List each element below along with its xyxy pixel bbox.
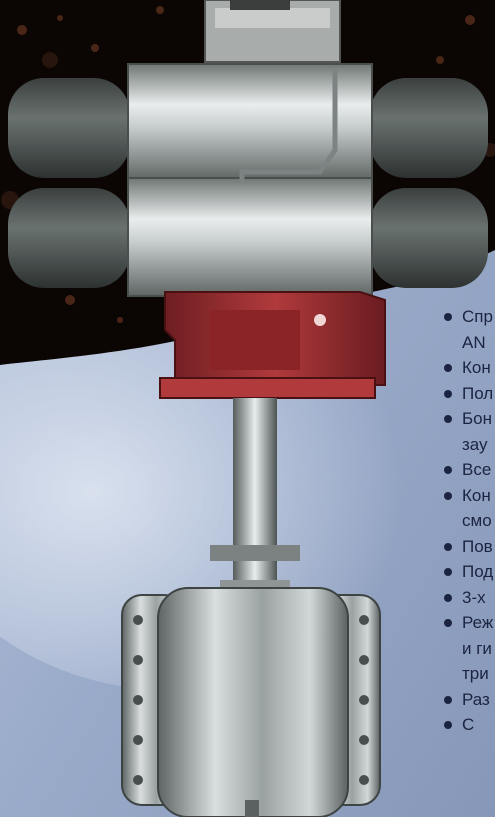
bullet-dot-icon — [444, 619, 452, 627]
feature-text: С — [462, 715, 475, 734]
bullet-dot-icon — [444, 695, 452, 704]
feature-text: Кон — [462, 358, 491, 377]
bullet-dot-icon — [444, 313, 452, 321]
feature-text: Спр — [462, 307, 493, 326]
feature-list-item: Пов — [443, 534, 495, 560]
feature-list-item: AN — [443, 330, 495, 356]
feature-list-item: Пол — [443, 381, 495, 407]
feature-text: три — [462, 664, 489, 683]
feature-text: и ги — [462, 638, 492, 658]
feature-list-item: 3-х — [443, 585, 495, 611]
feature-list-item: Реж — [443, 610, 495, 636]
feature-list-item: Раз — [443, 687, 495, 713]
feature-text: Бон — [462, 409, 492, 428]
feature-text: зау — [462, 434, 488, 454]
feature-text: Кон — [462, 485, 491, 505]
bullet-dot-icon — [444, 466, 452, 474]
feature-text: Пов — [462, 536, 493, 556]
feature-list-item: зау — [443, 432, 495, 458]
feature-text: Раз — [462, 689, 490, 709]
feature-list-item: Бон — [443, 406, 495, 432]
feature-list-item: Спр — [443, 304, 495, 330]
feature-text: Все — [462, 460, 492, 479]
feature-list-item: смо — [443, 508, 495, 534]
feature-list-item: Кон — [443, 355, 495, 381]
bullet-dot-icon — [444, 568, 452, 576]
bullet-dot-icon — [444, 415, 452, 423]
feature-list-item: С — [443, 712, 495, 738]
feature-text: смо — [462, 511, 492, 530]
feature-list-item: Кон — [443, 483, 495, 509]
feature-text: Пол — [462, 383, 494, 403]
feature-text: AN — [462, 332, 486, 352]
bullet-dot-icon — [444, 593, 452, 602]
feature-text: 3-х — [462, 587, 486, 607]
bullet-dot-icon — [444, 491, 452, 500]
feature-list-item: Все — [443, 457, 495, 483]
bullet-dot-icon — [444, 364, 452, 372]
bullet-dot-icon — [444, 721, 452, 729]
feature-list-item: Под — [443, 559, 495, 585]
feature-list-item: и ги — [443, 636, 495, 662]
bullet-dot-icon — [444, 542, 452, 551]
feature-text: Реж — [462, 613, 494, 632]
bullet-dot-icon — [444, 389, 452, 398]
feature-list-item: три — [443, 661, 495, 687]
feature-text: Под — [462, 562, 494, 581]
